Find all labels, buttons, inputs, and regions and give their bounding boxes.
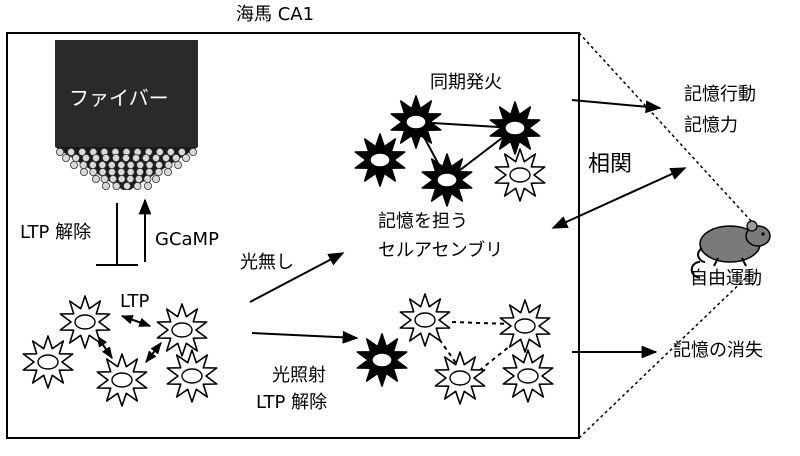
fiber-bead (166, 147, 175, 156)
fiber-bead (89, 167, 98, 176)
neuron-icon (354, 133, 406, 187)
fiber-bead (122, 153, 131, 162)
neuron-icon (22, 335, 74, 389)
neuron-icon (390, 95, 442, 149)
fiber-bead (131, 153, 140, 162)
neuron-icon (421, 153, 473, 207)
fiber-bead (112, 153, 121, 162)
fiber-bead (102, 153, 111, 162)
ltp-arrows (96, 315, 162, 363)
fiber-bead (108, 167, 117, 176)
fiber-bead (82, 153, 91, 162)
fiber-bead (100, 174, 109, 183)
fiber-bead (107, 160, 116, 169)
fiber-bead (102, 181, 111, 190)
fiber-bead (117, 174, 126, 183)
fiber-bead (109, 174, 118, 183)
no-light-arrow (249, 252, 345, 303)
fiber-bead (134, 174, 143, 183)
optical-fiber-icon (55, 40, 198, 190)
fiber-bead (112, 181, 121, 190)
fiber-bead (62, 153, 71, 162)
fiber-bead (181, 153, 190, 162)
fiber-bead (154, 167, 163, 176)
fiber-bead (72, 153, 81, 162)
ca1-region-box (6, 32, 580, 439)
fiber-bead (151, 153, 160, 162)
neuron-icon (156, 303, 208, 357)
neuron-icon (499, 299, 551, 353)
fiber-bead (161, 153, 170, 162)
ltp-release-inhibition-icon (96, 203, 138, 266)
fiber-bead (171, 153, 180, 162)
fiber-bead (67, 147, 76, 156)
fiber-bead (117, 167, 126, 176)
fiber-bead (145, 167, 154, 176)
mouse-icon (690, 220, 771, 279)
fiber-bead (151, 174, 160, 183)
correlation-arrow (551, 167, 687, 229)
fiber-bead (135, 167, 144, 176)
fiber-bead (126, 160, 135, 169)
neuron-icon (59, 295, 111, 349)
fiber-bead (155, 160, 164, 169)
fiber-bead (126, 174, 135, 183)
neuron-icon (489, 101, 541, 155)
gcamp-label: GCaMP (155, 229, 219, 250)
neuron-icon (434, 351, 486, 405)
fiber-bead (70, 160, 79, 169)
sync-to-behavior-arrow (571, 99, 662, 114)
neuron-icon (502, 349, 554, 403)
memory-assembly-line2: セルアセンブリ (378, 240, 504, 261)
neuron-icon (494, 148, 546, 202)
fiber-bead (126, 167, 135, 176)
memory-assembly-line1: 記憶を担う (378, 211, 468, 232)
ltp-release-label: LTP 解除 (20, 222, 92, 243)
neuron-icon (166, 349, 218, 403)
memory-behavior-line2: 記憶力 (684, 115, 738, 136)
fiber-bead (136, 160, 145, 169)
fiber-bead (155, 147, 164, 156)
fiber-bead (188, 147, 197, 156)
fiber-bead (177, 147, 186, 156)
neuron-icon (399, 293, 451, 347)
zoom-line-bottom (578, 271, 753, 439)
sync-firing-label: 同期発火 (430, 72, 502, 93)
fiber-label: ファイバー (69, 86, 169, 110)
fiber-bead (133, 181, 142, 190)
no-light-label: 光無し (240, 252, 294, 273)
light-label-line1: 光照射 (272, 365, 326, 386)
fiber-bead (92, 153, 101, 162)
fiber-bead (56, 147, 65, 156)
fiber-bead (78, 147, 87, 156)
fiber-bead (164, 160, 173, 169)
fiber-bead (98, 167, 107, 176)
fiber-bead (80, 167, 89, 176)
free-movement-label: 自由運動 (690, 268, 762, 289)
fiber-bead (163, 167, 172, 176)
region-title: 海馬 CA1 (236, 4, 315, 25)
fiber-bead (123, 181, 132, 190)
light-label-line2: LTP 解除 (256, 392, 328, 413)
fiber-bead (145, 160, 154, 169)
fiber-bead (173, 160, 182, 169)
fiber-bead (143, 174, 152, 183)
fiber-bead (88, 160, 97, 169)
memory-loss-label: 記憶の消失 (673, 340, 763, 361)
fiber-bead (141, 153, 150, 162)
fiber-bead (79, 160, 88, 169)
fiber-bead (98, 160, 107, 169)
memory-behavior-line1: 記憶行動 (684, 84, 756, 105)
ltp-label: LTP (120, 291, 150, 312)
fiber-bead (92, 174, 101, 183)
light-arrow (251, 330, 359, 344)
fiber-bead (117, 160, 126, 169)
fiber-bead (143, 181, 152, 190)
neuron-icon (96, 353, 148, 407)
zoom-line-top (578, 32, 753, 223)
correlation-label: 相関 (588, 152, 633, 177)
neuron-icon (356, 333, 408, 387)
